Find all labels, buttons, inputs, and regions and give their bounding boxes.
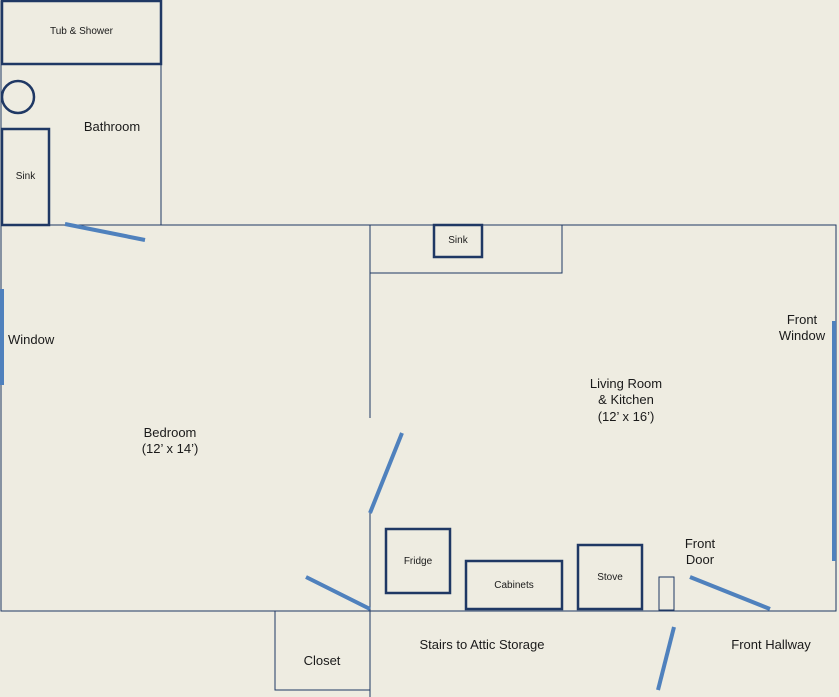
bath-sink-fixture (0, 127, 51, 227)
front-door (689, 575, 771, 611)
bathroom-label: Bathroom (83, 119, 141, 134)
hallway-door (656, 626, 676, 691)
bath-sink-label: Sink (15, 171, 36, 182)
front-window-label: Front Window (766, 312, 838, 345)
fixtures (0, 0, 644, 611)
closet-outline (274, 610, 371, 691)
stairs-label: Stairs to Attic Storage (419, 637, 545, 652)
cabinets-label: Cabinets (494, 580, 534, 591)
tub-shower-label: Tub & Shower (50, 26, 113, 37)
tub-shower-fixture (0, 0, 163, 66)
stove-fixture (576, 543, 644, 611)
front-window-line2: Window (778, 328, 826, 344)
closet-label: Closet (303, 653, 341, 668)
interior-door (368, 432, 404, 514)
window-label: Window (8, 332, 55, 347)
front-hallway-label: Front Hallway (731, 637, 811, 652)
doors-windows (0, 222, 836, 691)
living-size: (12’ x 16’) (597, 408, 655, 424)
bedroom-label: Bedroom (12’ x 14’) (110, 425, 230, 458)
fridge-fixture (384, 527, 452, 595)
front-door-line1: Front (684, 536, 716, 551)
living-kitchen-label: Living Room & Kitchen (12’ x 16’) (566, 376, 686, 425)
bedroom-door (305, 575, 371, 611)
living-line1: Living Room (589, 376, 663, 391)
toilet-fixture (0, 79, 36, 115)
front-door-line2: Door (685, 552, 715, 568)
bathroom-door (64, 222, 146, 242)
bedroom-name: Bedroom (143, 425, 197, 440)
kitchen-sink-label: Sink (448, 235, 468, 246)
front-window-line1: Front (786, 312, 818, 327)
stove-label: Stove (597, 572, 623, 583)
cabinets-fixture (464, 559, 564, 611)
bedroom-size: (12’ x 14’) (141, 441, 199, 457)
door-jamb (658, 576, 675, 611)
fridge-label: Fridge (403, 556, 433, 567)
front-door-label: Front Door (670, 536, 730, 569)
living-line2: & Kitchen (598, 392, 654, 408)
kitchen-counter (369, 224, 563, 274)
kitchen-sink-fixture (432, 223, 484, 259)
